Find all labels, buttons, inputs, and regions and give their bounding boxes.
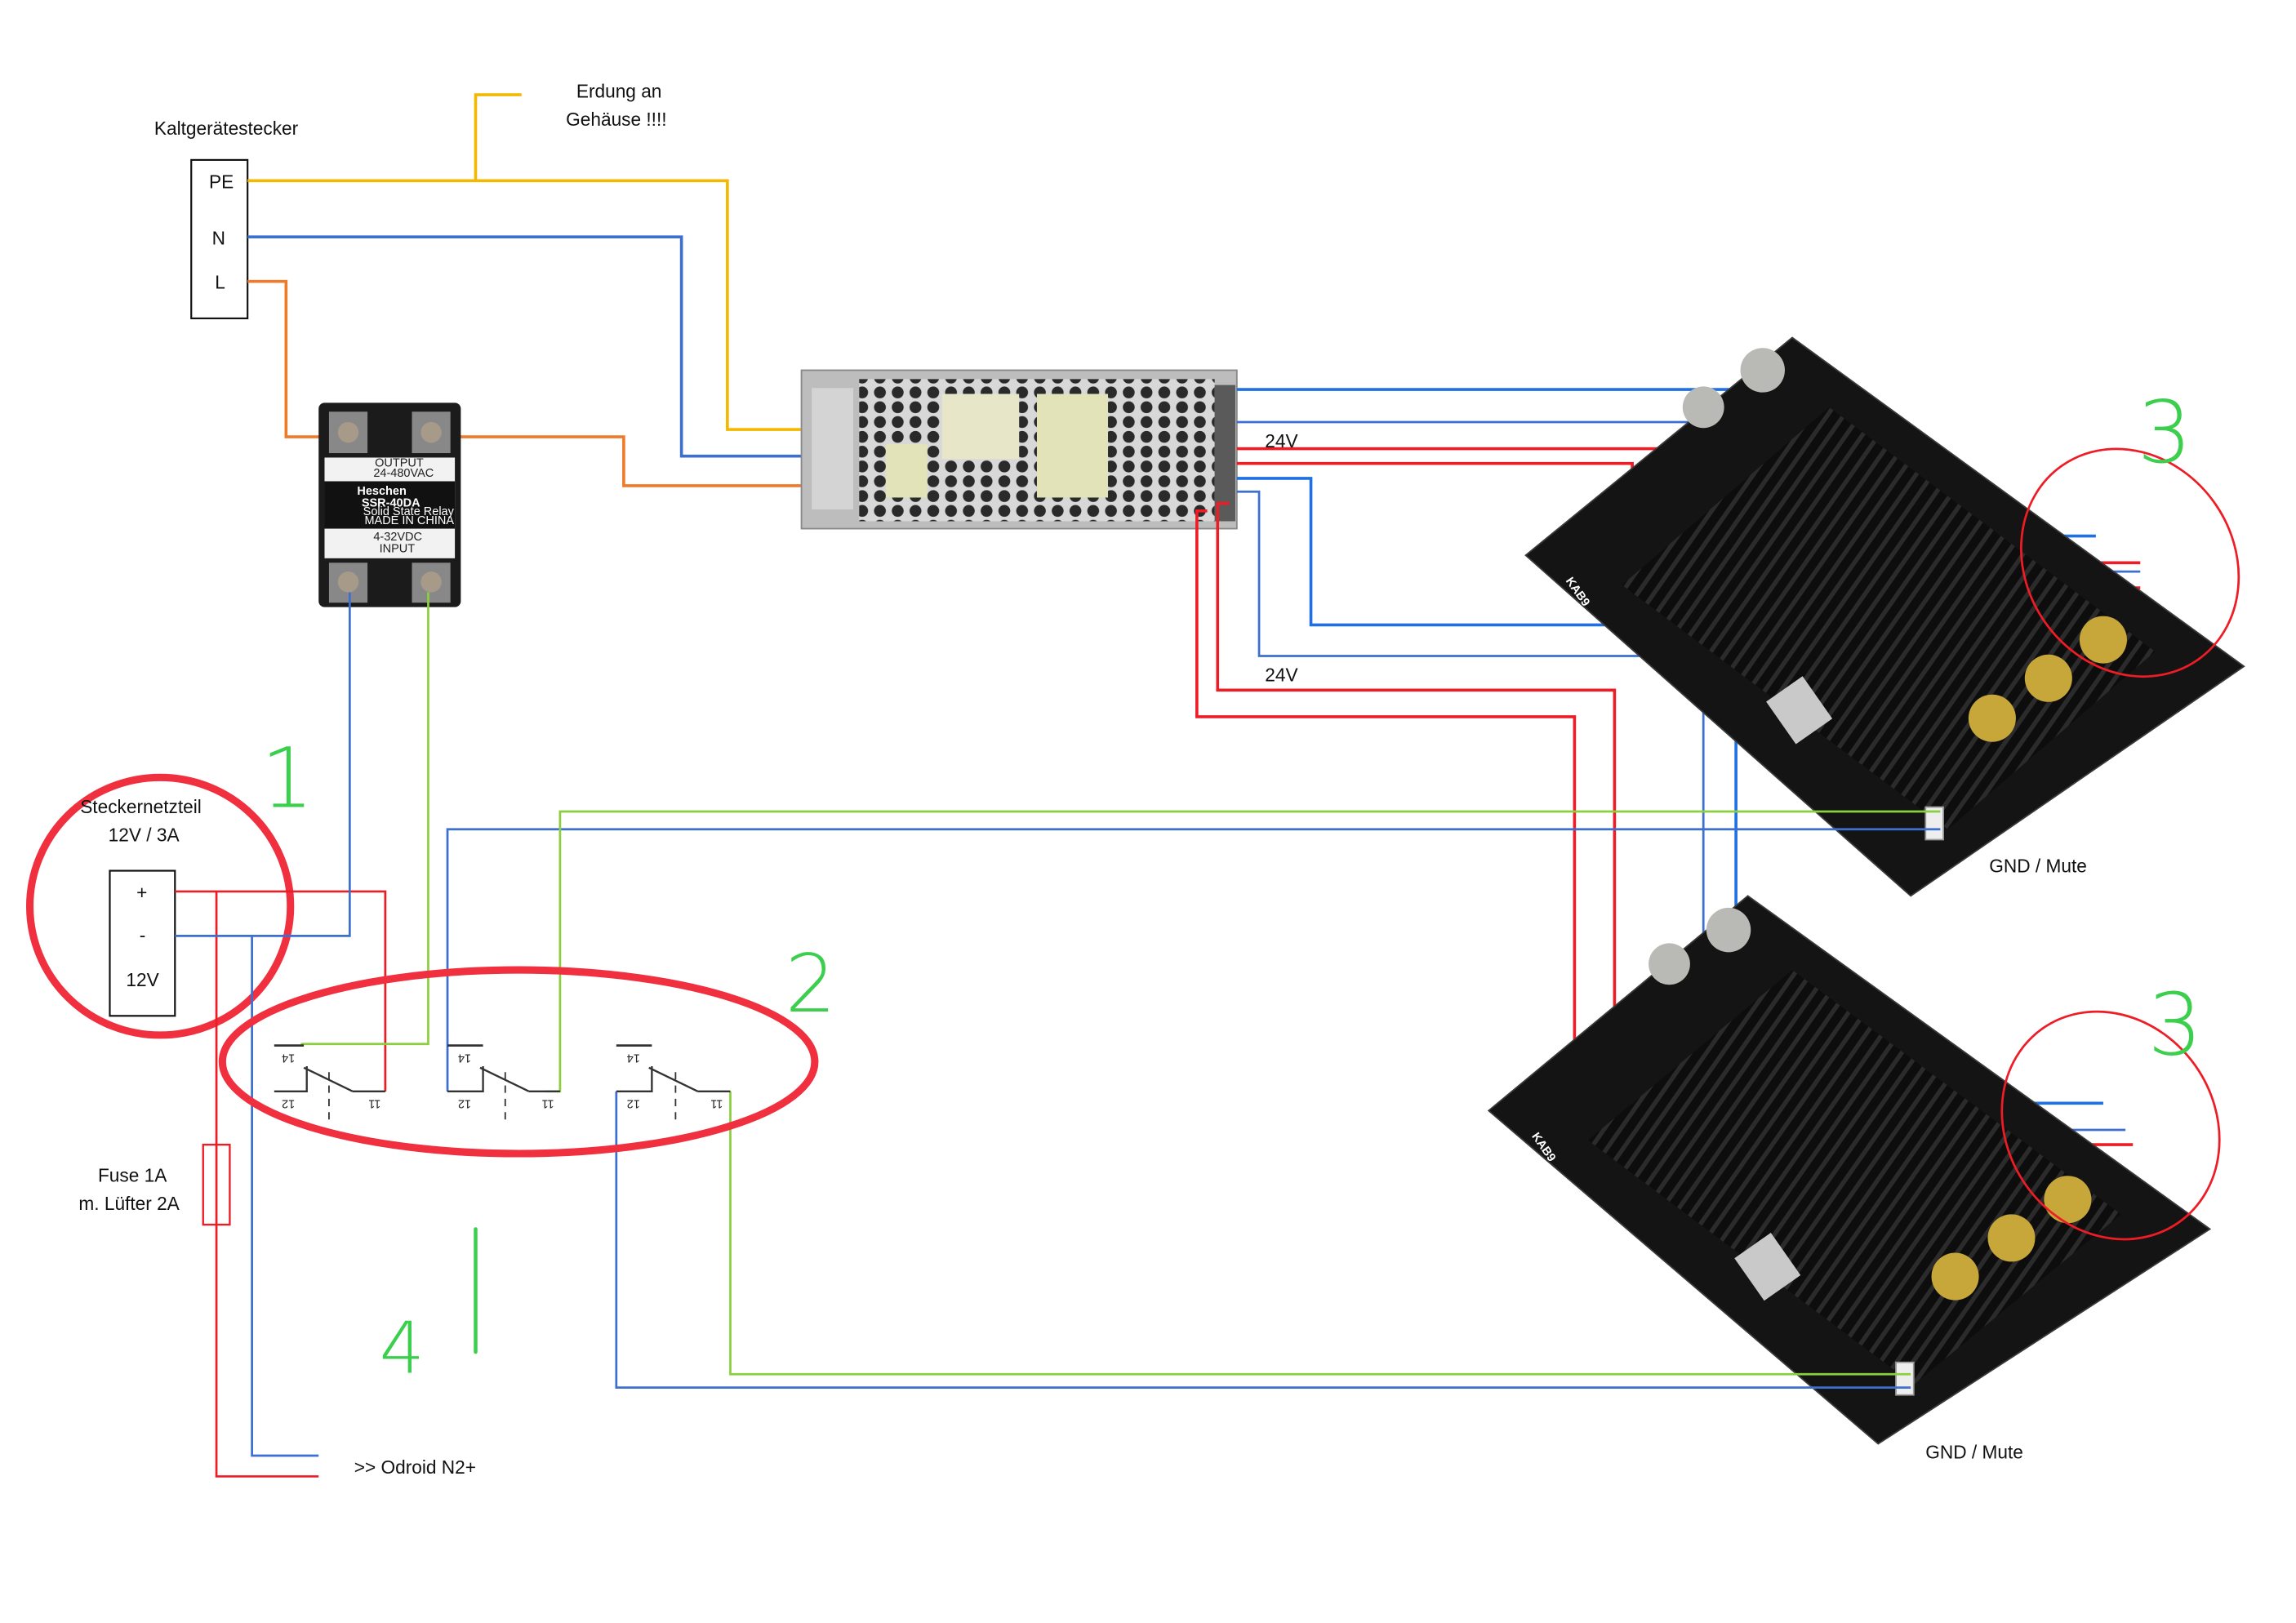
- wire-mute-1-gnd: [446, 828, 1941, 1092]
- switch-3-com: 11: [710, 1097, 723, 1110]
- psu-output-label-lower: 24V: [1265, 664, 1298, 685]
- wire-pe-housing: [474, 93, 522, 181]
- amp-board-2: KAB9: [1487, 895, 2212, 1445]
- switch-2-nc: 12: [458, 1097, 471, 1110]
- marker-3b: 3: [2147, 974, 2202, 1074]
- wire-mute-2-gnd: [615, 1091, 1911, 1389]
- switch-3[interactable]: 14 12 11: [616, 1044, 731, 1126]
- relay-input-range: 4-32VDC: [373, 531, 422, 544]
- earth-note-line2: Gehäuse !!!!: [566, 109, 666, 130]
- marker-1: 1: [260, 731, 314, 827]
- plug-psu-rating: 12V / 3A: [109, 824, 180, 845]
- iec-connector-label: Kaltgerätestecker: [154, 118, 299, 139]
- switch-3-nc: 12: [627, 1097, 640, 1110]
- wire-relay-control: [300, 592, 429, 1046]
- relay-input-label: INPUT: [380, 543, 416, 556]
- board-2-port-label: GND / Mute: [1925, 1442, 2023, 1463]
- plug-psu-voltage: 12V: [126, 969, 159, 990]
- plug-psu: [109, 869, 176, 1017]
- wire-12v-neg-relay: [175, 592, 351, 937]
- switch-1-com: 11: [368, 1097, 380, 1110]
- earth-note-line1: Erdung an: [576, 81, 662, 102]
- marker-2: 2: [785, 938, 836, 1031]
- switch-1-nc: 12: [282, 1097, 295, 1110]
- wire-l-out: [437, 435, 802, 487]
- pin-n: N: [212, 227, 225, 248]
- annotation-circle-3a: [2020, 447, 2240, 678]
- annotation-circle-3b: [2000, 1010, 2221, 1241]
- pin-l: L: [215, 272, 225, 293]
- switch-3-no: 14: [627, 1051, 640, 1064]
- relay-output-range: 24-480VAC: [373, 467, 434, 480]
- wire-12v-pos-odroid: [215, 891, 319, 1478]
- plug-psu-plus: +: [136, 882, 147, 903]
- annotation-circle-1: [25, 773, 295, 1039]
- wire-n: [247, 235, 802, 458]
- iec-connector: [190, 158, 249, 320]
- plug-psu-title: Steckernetzteil: [80, 796, 202, 817]
- wire-12v-neg-odroid: [251, 936, 319, 1457]
- switch-1[interactable]: 14 12 11: [274, 1044, 385, 1126]
- annotation-circle-2: [218, 966, 819, 1158]
- wire-mute-2-sig: [729, 1091, 1911, 1376]
- fuse-label-line2: m. Lüfter 2A: [78, 1193, 180, 1214]
- plug-psu-minus: -: [140, 925, 146, 946]
- wire-12v-pos-switch: [175, 890, 387, 1092]
- relay-origin: MADE IN CHINA: [364, 514, 454, 527]
- relay-model: SSR-40DA: [362, 496, 420, 509]
- switching-power-supply: [800, 369, 1238, 530]
- odroid-label: >> Odroid N2+: [354, 1456, 476, 1478]
- switch-1-no: 14: [282, 1051, 295, 1064]
- amp-board-1: KAB9: [1524, 336, 2245, 897]
- relay-output-label: OUTPUT: [375, 456, 424, 469]
- fuse-label-line1: Fuse 1A: [98, 1164, 167, 1185]
- psu-output-label-upper: 24V: [1265, 430, 1298, 451]
- marker-3a: 3: [2138, 382, 2192, 482]
- wire-psu-neg-3: [1236, 477, 1719, 627]
- wire-l-in: [247, 279, 349, 438]
- marker-4: 4: [380, 1306, 425, 1390]
- solid-state-relay: OUTPUT 24-480VAC Heschen SSR-40DA Solid …: [318, 402, 461, 607]
- switch-2-no: 14: [458, 1051, 471, 1064]
- wire-pe: [247, 179, 802, 431]
- board-1-port-label: GND / Mute: [1989, 855, 2087, 876]
- pin-pe: PE: [209, 171, 234, 192]
- fuse: [202, 1143, 231, 1226]
- switch-2-com: 11: [542, 1097, 554, 1110]
- switch-2[interactable]: 14 12 11: [447, 1044, 560, 1126]
- relay-type: Solid State Relay: [363, 505, 455, 518]
- relay-brand: Heschen: [357, 485, 406, 498]
